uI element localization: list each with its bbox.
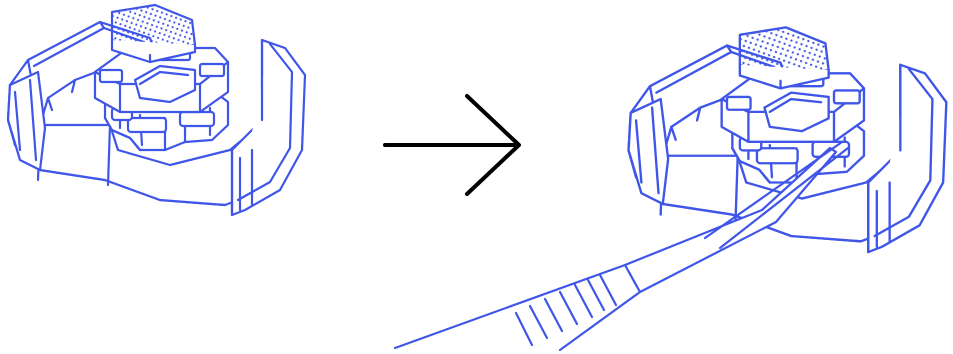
transition-arrow: [385, 96, 519, 194]
device-assembly-before: [8, 5, 305, 215]
device-assembly-after: [629, 27, 947, 252]
